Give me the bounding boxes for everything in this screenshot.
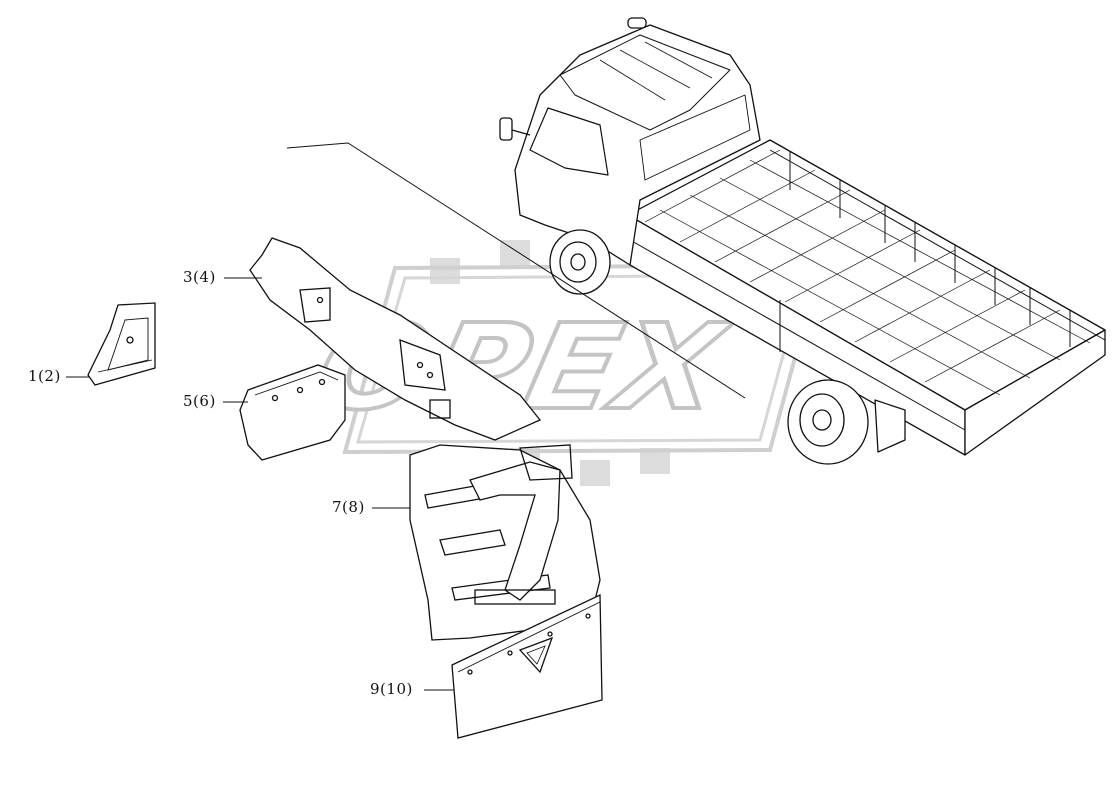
front-wheel [549, 229, 611, 295]
rear-mudflap [874, 399, 906, 453]
part-mudflap-9 [451, 593, 603, 739]
callout-label-7: 7(8) [332, 498, 365, 516]
part-inner-fender-7 [409, 444, 601, 641]
cab-roof-ribs [599, 41, 713, 101]
rear-wheel [787, 379, 869, 465]
callout-leaders [66, 277, 454, 691]
bed-slats [644, 149, 1091, 396]
part-bracket-1 [87, 302, 156, 386]
windshield [529, 107, 609, 176]
bed-side-rails [629, 139, 1106, 431]
cab-roof [559, 34, 731, 131]
roof-handle [627, 17, 647, 29]
callout-label-5: 5(6) [183, 392, 216, 410]
part-fender-support-3 [249, 237, 542, 441]
callout-label-3: 3(4) [183, 268, 216, 286]
top-leader-line [286, 142, 746, 399]
side-mirror [499, 117, 513, 141]
truck-assembly [499, 17, 1106, 465]
mirror-arm [511, 129, 531, 136]
part-bracket-plate-5 [239, 364, 346, 461]
callout-label-1: 1(2) [28, 367, 61, 385]
cab-rear-window [639, 94, 751, 181]
callout-label-9: 9(10) [370, 680, 413, 698]
cargo-bed-rear [964, 329, 1106, 456]
